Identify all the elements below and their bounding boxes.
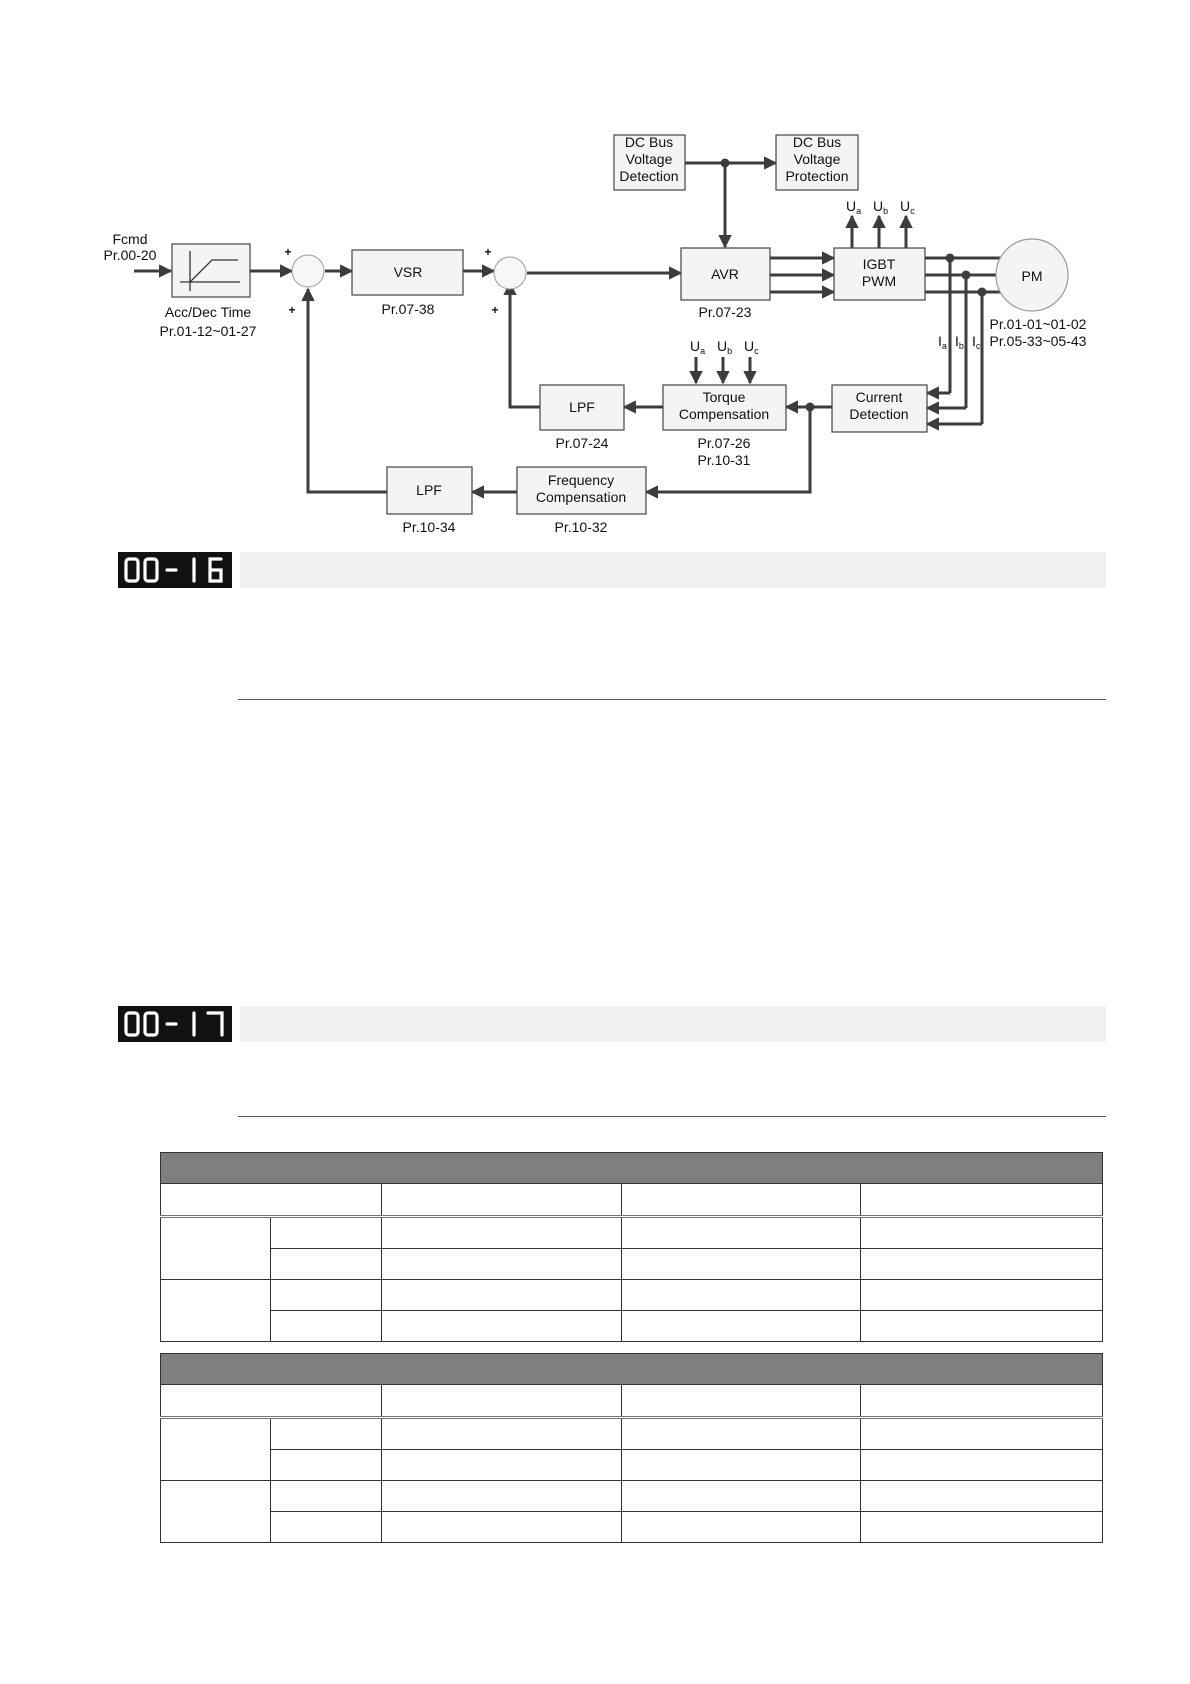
table-row	[160, 1480, 1104, 1543]
table-row	[161, 1248, 1104, 1280]
vsr-box	[351, 249, 464, 296]
plus-sign-2b: +	[491, 303, 498, 317]
dcbus-protect-line1: DC Bus	[793, 134, 841, 150]
table-row	[161, 1449, 1104, 1481]
table-header	[159, 1152, 1104, 1184]
u-phase-a-top: Ua	[846, 198, 861, 216]
table-cell	[160, 1384, 382, 1419]
table-cell	[381, 1183, 622, 1218]
param-header-bar-00-17	[240, 1006, 1106, 1042]
avr-label: AVR	[711, 266, 739, 282]
table-header	[159, 1353, 1104, 1385]
freq-line2: Compensation	[536, 489, 626, 505]
freq-box	[516, 466, 647, 515]
param-code-badge-00-16	[118, 552, 232, 588]
table-row	[161, 1511, 1104, 1543]
lpf1-box	[539, 384, 625, 431]
table-cell	[381, 1384, 622, 1419]
u-phase-c-torque: Uc	[744, 338, 759, 356]
accdec-ramp-box	[171, 243, 251, 298]
u-phase-b-torque: Ub	[717, 338, 732, 356]
spec-table-2	[159, 1353, 1104, 1543]
ramp-icon	[180, 251, 240, 291]
vsr-param: Pr.07-38	[382, 301, 435, 317]
current-line1: Current	[856, 389, 903, 405]
accdec-label: Acc/Dec Time	[165, 304, 252, 320]
lpf2-box	[386, 466, 473, 515]
dcbus-protect-line3: Protection	[785, 168, 848, 184]
param-code-badge-00-17	[118, 1006, 232, 1042]
control-block-diagram: DC Bus Voltage Detection DC Bus Voltage …	[104, 134, 1087, 535]
avr-param: Pr.07-23	[699, 304, 752, 320]
dcbus-protect-line2: Voltage	[794, 151, 841, 167]
current-box	[831, 384, 928, 433]
summing-junction-1	[291, 254, 325, 288]
table-cell	[160, 1183, 382, 1218]
seven-seg-display-icon	[124, 1011, 224, 1037]
summing-junction-2	[493, 256, 527, 290]
u-phase-c-top: Uc	[900, 198, 915, 216]
igbt-line1: IGBT	[863, 256, 896, 272]
avr-box	[680, 247, 771, 301]
param-divider-00-17	[238, 1116, 1106, 1117]
dcbus-detect-line3: Detection	[619, 168, 678, 184]
pm-motor	[995, 238, 1069, 312]
plus-sign-1a: +	[284, 245, 291, 259]
i-phase-b: Ib	[955, 333, 964, 351]
u-phase-a-torque: Ua	[690, 338, 705, 356]
plus-sign-2a: +	[484, 245, 491, 259]
pm-label: PM	[1022, 268, 1043, 284]
igbt-pwm-box	[833, 247, 926, 301]
torque-line2: Compensation	[679, 406, 769, 422]
pm-param-1: Pr.01-01~01-02	[990, 316, 1087, 332]
table-cell	[859, 1384, 1104, 1419]
table-row	[160, 1216, 1104, 1280]
lpf2-label: LPF	[416, 482, 442, 498]
table-row	[160, 1417, 1104, 1481]
fcmd-label: Fcmd	[113, 231, 148, 247]
current-line2: Detection	[849, 406, 908, 422]
table-row	[160, 1279, 1104, 1342]
lpf1-param: Pr.07-24	[556, 435, 609, 451]
pm-param-2: Pr.05-33~05-43	[990, 333, 1087, 349]
dcbus-detect-line1: DC Bus	[625, 134, 673, 150]
i-phase-a: Ia	[938, 333, 947, 351]
torque-param-1: Pr.07-26	[698, 435, 751, 451]
table-cell	[621, 1183, 861, 1218]
torque-box	[662, 384, 787, 431]
param-header-bar-00-16	[240, 552, 1106, 588]
table-cell	[859, 1183, 1104, 1218]
table-row	[161, 1310, 1104, 1342]
torque-line1: Torque	[703, 389, 746, 405]
spec-table-1	[159, 1152, 1104, 1342]
vsr-label: VSR	[394, 264, 423, 280]
dcbus-detection-box	[613, 134, 686, 191]
table-cell	[621, 1384, 861, 1419]
lpf2-param: Pr.10-34	[403, 519, 456, 535]
u-phase-b-top: Ub	[873, 198, 888, 216]
i-phase-c: Ic	[972, 333, 981, 351]
plus-sign-1b: +	[288, 303, 295, 317]
param-divider-00-16	[238, 699, 1106, 700]
freq-line1: Frequency	[548, 472, 614, 488]
freq-param: Pr.10-32	[555, 519, 608, 535]
torque-param-2: Pr.10-31	[698, 452, 751, 468]
igbt-line2: PWM	[862, 273, 896, 289]
accdec-param: Pr.01-12~01-27	[160, 323, 257, 339]
dcbus-protection-box	[775, 134, 859, 191]
dcbus-detect-line2: Voltage	[626, 151, 673, 167]
seven-seg-display-icon	[124, 557, 223, 583]
lpf1-label: LPF	[569, 399, 595, 415]
fcmd-param: Pr.00-20	[104, 247, 157, 263]
